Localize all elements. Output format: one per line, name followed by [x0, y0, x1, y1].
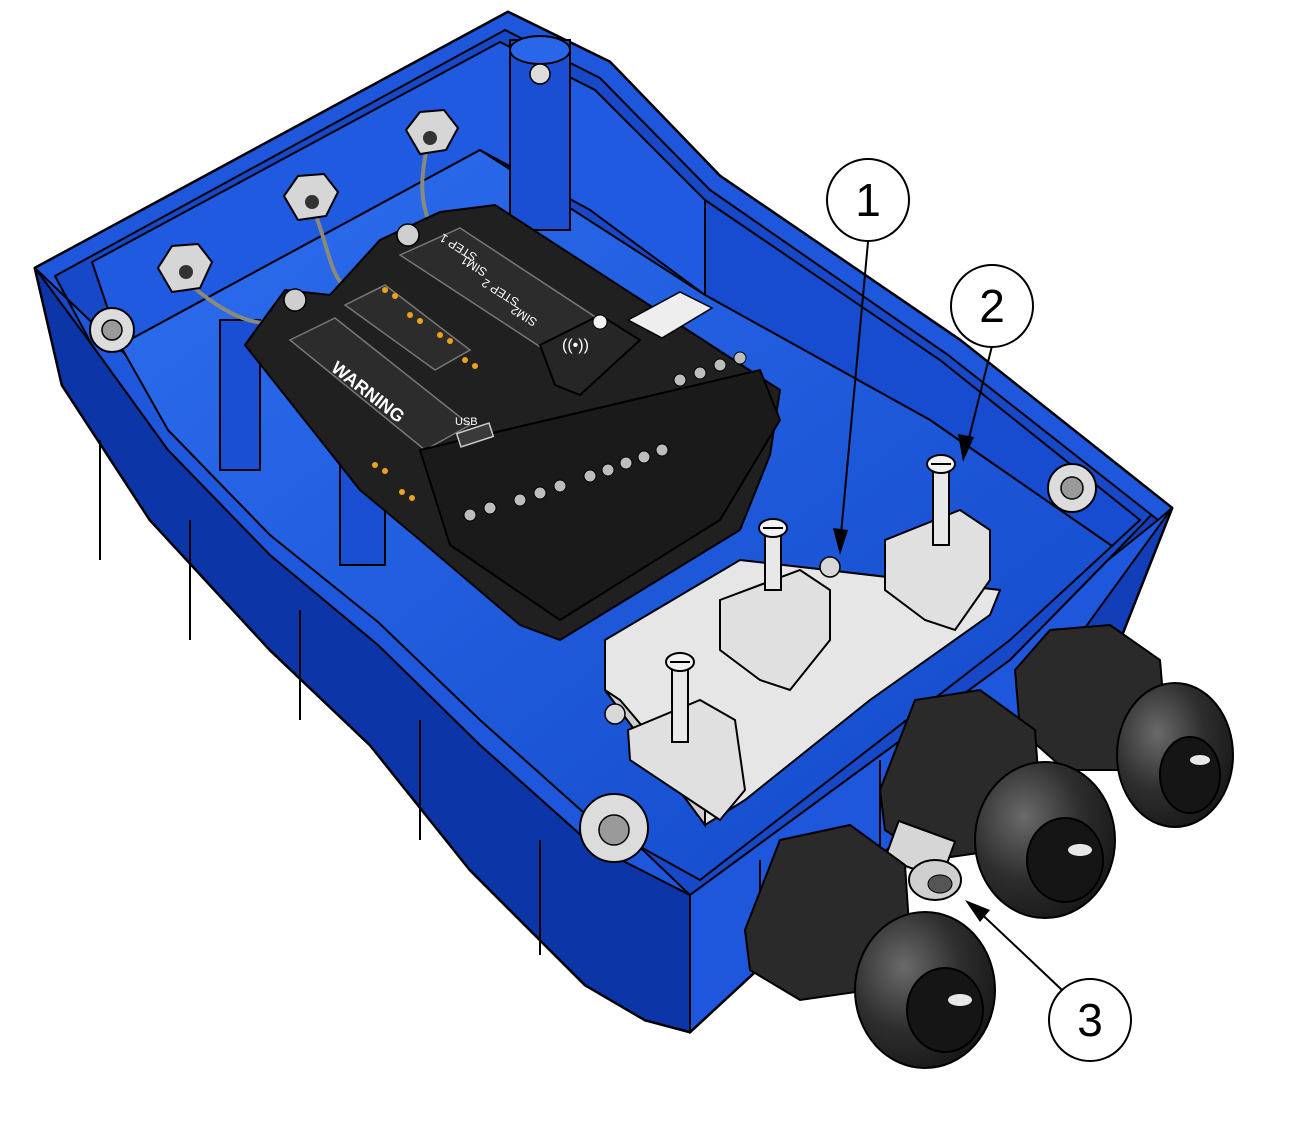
corner-screw: [1047, 463, 1097, 513]
cable-gland: [878, 688, 1116, 919]
usb-label: USB: [455, 416, 478, 428]
wireless-icon: ((•)): [562, 337, 589, 354]
terminal-clamp-3: [626, 652, 747, 822]
board-screw: [283, 288, 307, 312]
terminal-screws: [463, 351, 747, 522]
wireless-module: [538, 313, 642, 397]
board-screw: [396, 223, 420, 247]
callout-1: 1: [826, 158, 910, 555]
corner-screw: [529, 63, 551, 85]
usb-port: [455, 422, 495, 448]
terminal-clamp-1: [719, 518, 831, 692]
antenna-connector: [404, 108, 460, 156]
cable-gland: [743, 823, 996, 1069]
status-leds: [372, 287, 478, 501]
rail-screw: [819, 556, 841, 578]
pillar-top: [509, 35, 571, 65]
callout-2: 2: [950, 264, 1034, 462]
callout-1-number: 1: [855, 174, 881, 226]
rail-screw: [604, 703, 626, 725]
cable-gland: [1013, 623, 1234, 828]
white-connector: [626, 291, 714, 339]
callout-2-number: 2: [979, 280, 1005, 332]
callout-3: 3: [965, 900, 1132, 1062]
controller-top-plate: [288, 317, 472, 451]
callout-3-number: 3: [1077, 994, 1103, 1046]
corner-screw: [89, 307, 135, 353]
antenna-connector: [156, 242, 214, 294]
corner-screw: [579, 793, 649, 863]
status-indicator-icon: [592, 314, 608, 330]
antenna-connector: [282, 172, 340, 222]
controller-top-plate: [343, 284, 472, 371]
terminal-strip: [418, 368, 782, 622]
controller-module: WARNING SIM1 SIM2 STEP 1 STEP 2 ((•)): [243, 203, 782, 642]
terminal-clamp-2: [884, 454, 991, 632]
